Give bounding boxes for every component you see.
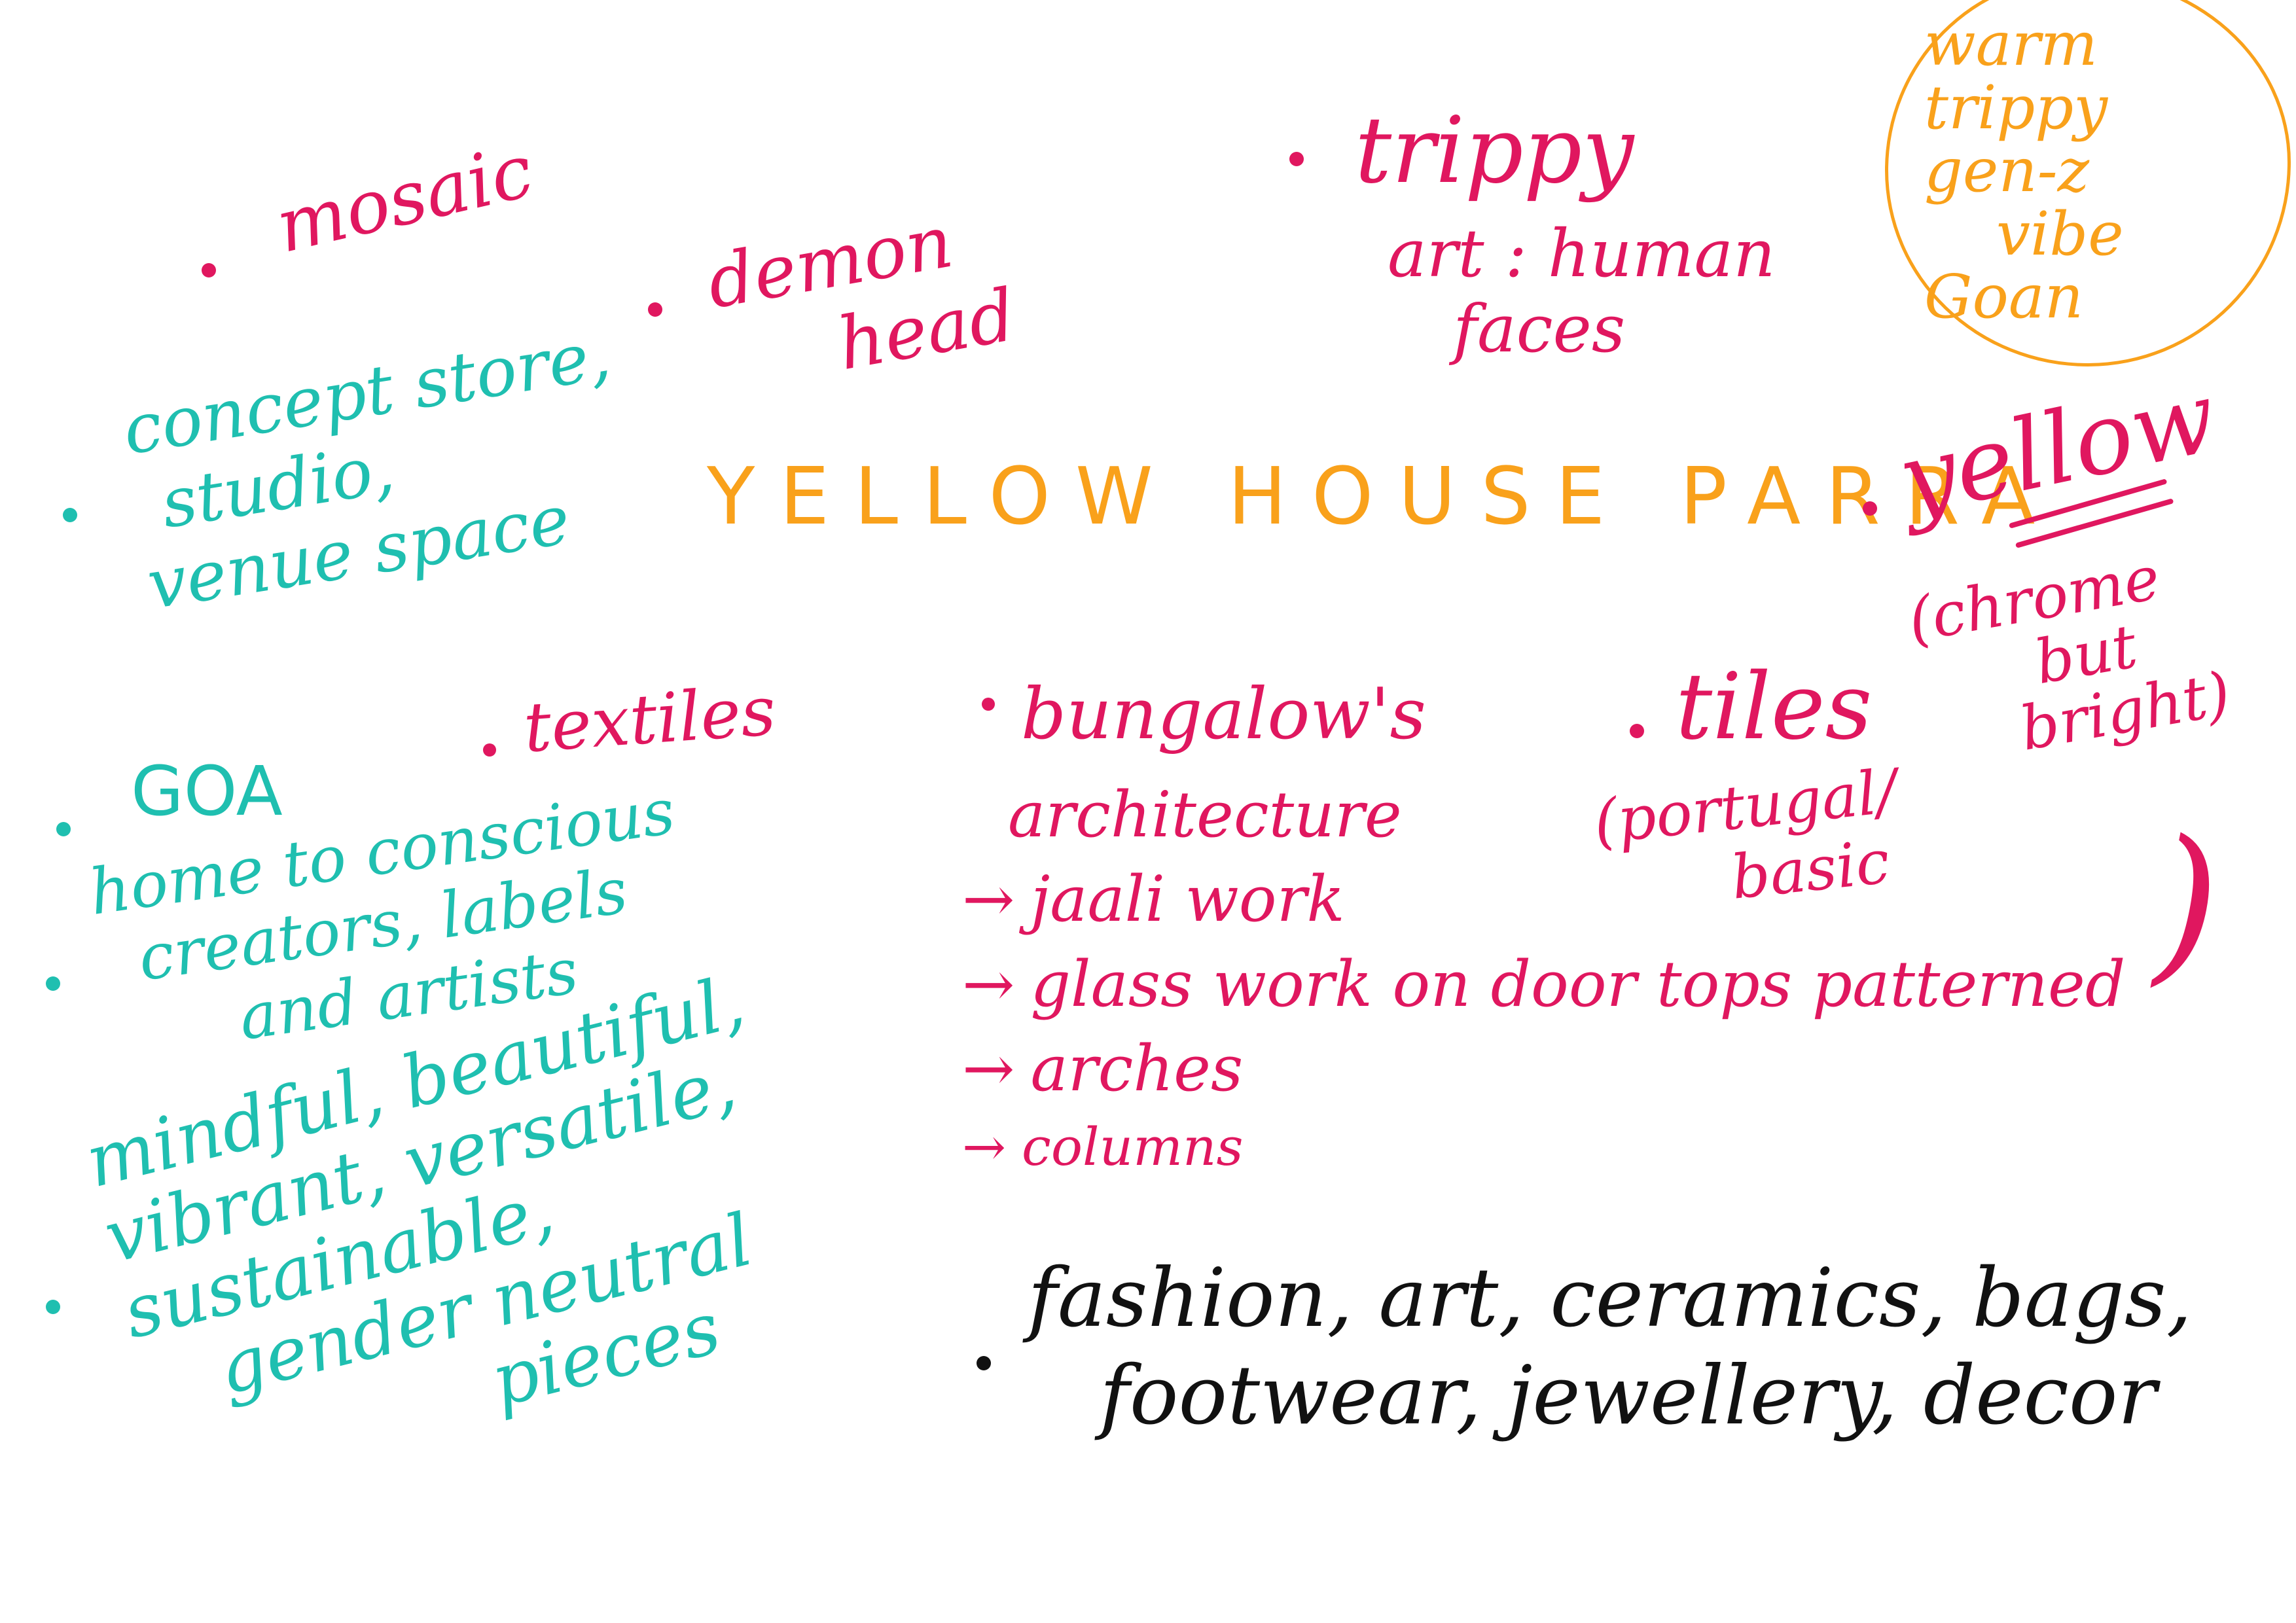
note-trippy: trippy: [1355, 98, 1634, 204]
vibe-gen-z: gen-z: [1924, 135, 2090, 206]
board-title: YELLOW HOUSE PARRA: [707, 452, 2060, 543]
bullet-dot: [63, 508, 77, 522]
note-tiles: tiles: [1676, 654, 1873, 760]
faces-line: faces: [1453, 291, 1626, 367]
note-concept-store: concept store, studio, venue space: [118, 315, 640, 625]
arch-point: →arches: [962, 1027, 2125, 1112]
categories-line-1: fashion, art, ceramics, bags,: [1028, 1251, 2193, 1346]
arrow-icon: →: [962, 947, 1015, 1021]
arch-point-text: glass work on door tops patterned: [1030, 947, 2126, 1021]
arch-point-text: jaali work: [1030, 863, 1345, 936]
arch-point: →jaali work: [962, 857, 2125, 942]
bullet-dot: [648, 302, 662, 317]
note-categories: fashion, art, ceramics, bags, footwear, …: [1028, 1250, 2192, 1445]
vibe-circle: [1885, 0, 2291, 366]
note-vibe: warm trippy gen-z vibe Goan: [1924, 9, 2124, 332]
bullet-dot: [46, 976, 60, 991]
note-bungalows: bungalow's: [1021, 673, 1426, 755]
arch-point: →glass work on door tops patterned: [962, 942, 2125, 1027]
bullet-dot: [1863, 501, 1877, 516]
note-mosaic: mosaic: [268, 128, 541, 270]
bullet-dot: [982, 698, 995, 711]
bullet-dot: [1289, 152, 1304, 166]
arch-point-text: arches: [1030, 1032, 1244, 1106]
arrow-icon: →: [962, 1116, 1007, 1177]
bullet-dot: [977, 1356, 991, 1370]
note-textiles: textiles: [521, 670, 778, 768]
categories-line-2: footwear, jewellery, decor: [1100, 1348, 2157, 1443]
note-demon-head: demon head: [701, 192, 1021, 406]
bullet-dot: [56, 822, 71, 836]
closing-paren-icon: ): [2153, 804, 2220, 1002]
vibe-warm: warm: [1924, 9, 2098, 79]
arch-point: →columns: [962, 1112, 2125, 1183]
note-architecture: architecture: [1008, 778, 1402, 851]
arch-points-list: →jaali work →glass work on door tops pat…: [962, 857, 2125, 1183]
arrow-icon: →: [962, 1032, 1015, 1106]
bullet-dot: [202, 263, 216, 277]
vibe-goan: Goan: [1924, 262, 2083, 332]
bullet-dot: [1630, 724, 1644, 738]
arch-point-text: columns: [1022, 1116, 1244, 1177]
note-goa: GOA: [131, 751, 283, 831]
bullet-dot: [483, 743, 496, 757]
note-yellow-chrome: (chrome but bright): [1903, 538, 2235, 777]
art-human-line: art : human: [1388, 215, 1776, 292]
vibe-trippy: trippy: [1924, 72, 2108, 143]
note-art-human-faces: art : human faces: [1388, 216, 1776, 366]
vibe-vibe: vibe: [1996, 198, 2124, 269]
bullet-dot: [46, 1300, 60, 1314]
arrow-icon: →: [962, 863, 1015, 936]
